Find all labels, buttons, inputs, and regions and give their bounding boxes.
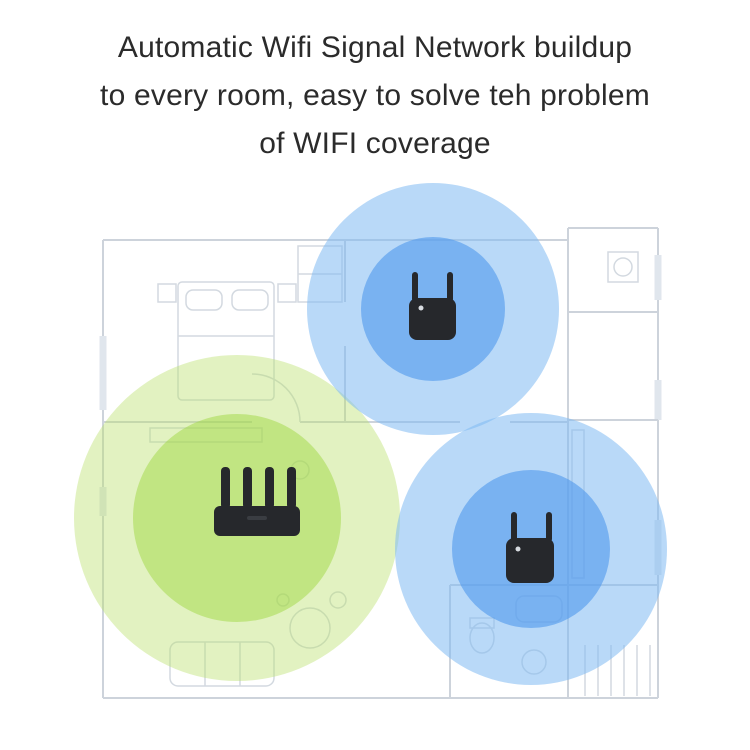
router-status-light-icon — [247, 516, 267, 520]
repeater-body-icon — [409, 298, 456, 340]
repeater-led-icon — [418, 305, 424, 311]
repeater-antenna-icon — [546, 512, 552, 542]
title-line-1: Automatic Wifi Signal Network buildup — [117, 31, 633, 64]
router-antenna-icon — [265, 467, 274, 509]
wifi-repeater-icon-bottom — [506, 512, 554, 583]
router-antenna-icon — [243, 467, 252, 509]
wifi-router-icon — [214, 467, 300, 536]
repeater-antenna-icon — [447, 272, 453, 302]
repeater-led-icon — [515, 546, 521, 552]
page-title: Automatic Wifi Signal Network buildup to… — [0, 24, 750, 168]
title-line-3: of WIFI coverage — [259, 127, 491, 160]
router-body-icon — [214, 506, 300, 536]
wifi-repeater-icon-top — [409, 272, 456, 340]
router-antenna-icon — [287, 467, 296, 509]
repeater-antenna-icon — [412, 272, 418, 302]
repeater-antenna-icon — [511, 512, 517, 542]
title-line-2: to every room, easy to solve teh problem — [100, 79, 650, 112]
repeater-body-icon — [506, 538, 554, 583]
router-antenna-icon — [221, 467, 230, 509]
